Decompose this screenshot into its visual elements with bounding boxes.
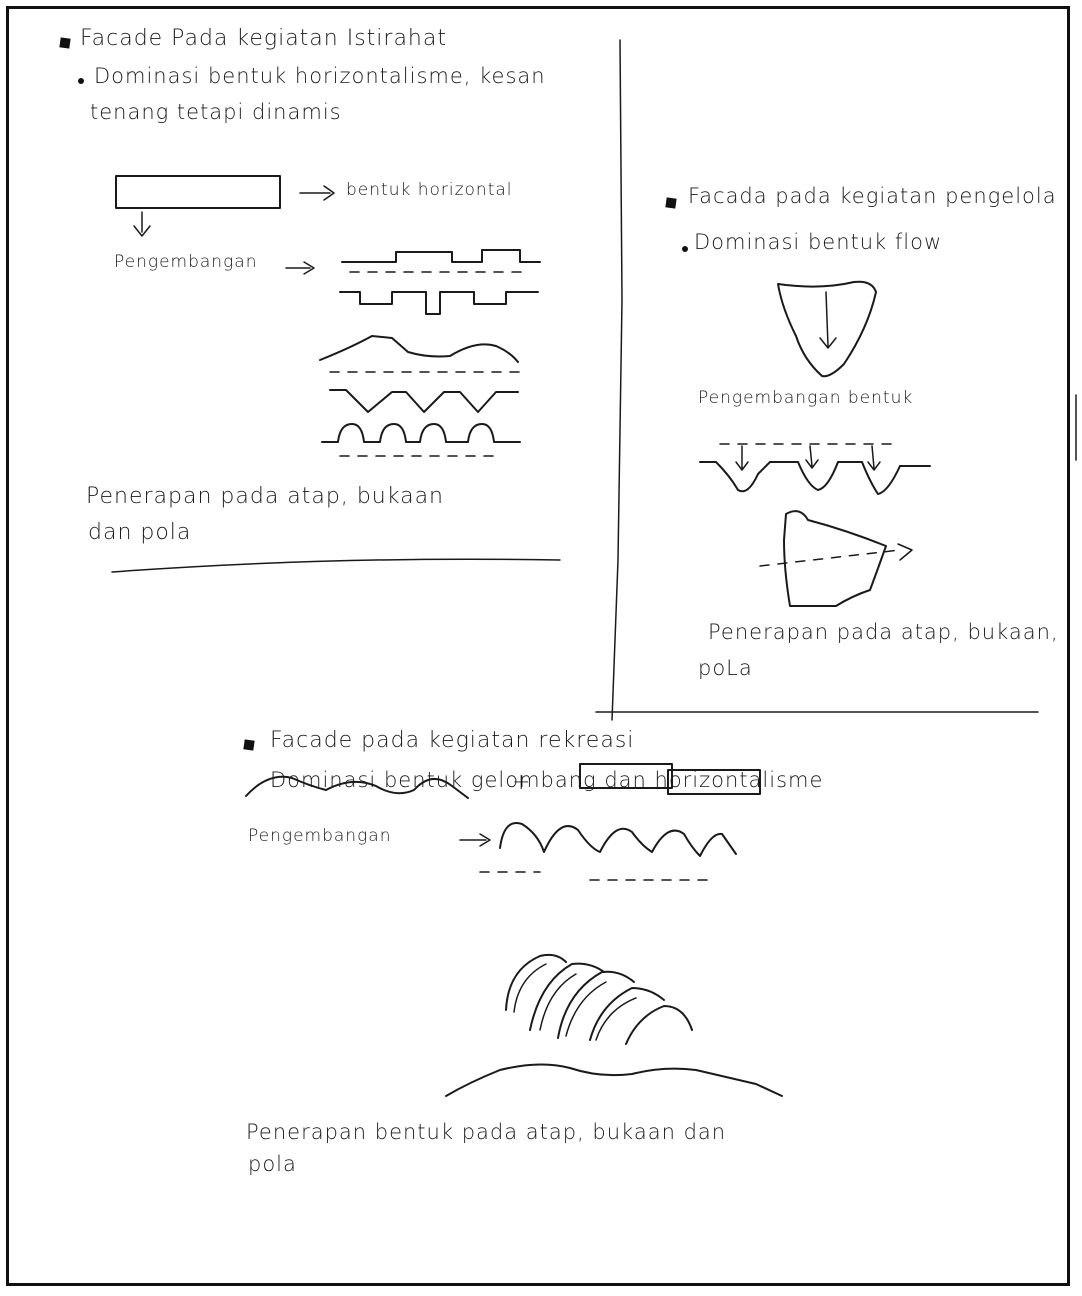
- wave-line: [245, 775, 469, 799]
- arch-2: [529, 962, 605, 1031]
- page-border: [6, 6, 1070, 1286]
- dot-bullet-icon: [78, 78, 84, 84]
- arch-5: [625, 1005, 693, 1045]
- point-istirahat: Dominasi bentuk horizontalisme, kesan: [94, 64, 546, 88]
- arch-2-inner: [539, 973, 577, 1031]
- square-bullet-icon: [243, 739, 255, 751]
- arrow-to-horizontal: [299, 185, 335, 201]
- stepped-line-top: [341, 249, 541, 263]
- rect-lower: [667, 769, 761, 795]
- long-wave: [445, 1063, 783, 1097]
- label-development-rekreasi: Pengembangan: [248, 826, 392, 846]
- arrow-to-development: [285, 261, 315, 275]
- label-development-istirahat: Pengembangan: [114, 252, 258, 272]
- label-horizontal: bentuk horizontal: [346, 180, 513, 200]
- application-pengelola-cont: poLa: [698, 656, 753, 680]
- flow-arrow-2: [805, 445, 819, 469]
- arch-4-inner: [595, 997, 637, 1041]
- flow-arrow-3: [867, 445, 881, 471]
- wave-development: [499, 822, 737, 857]
- square-bullet-icon: [665, 197, 677, 209]
- label-development-pengelola: Pengembangan bentuk: [698, 388, 914, 408]
- application-pengelola: Penerapan pada atap, bukaan,: [708, 620, 1059, 644]
- dot-bullet-icon: [682, 246, 688, 252]
- heading-istirahat: Facade Pada kegiatan Istirahat: [80, 26, 447, 51]
- application-istirahat: Penerapan pada atap, bukaan: [86, 484, 444, 509]
- point-pengelola: Dominasi bentuk flow: [694, 230, 943, 254]
- stepped-line-bottom: [339, 291, 539, 315]
- flow-shape: [777, 280, 877, 378]
- v-wave-line: [329, 389, 519, 413]
- divider-left: [111, 558, 561, 573]
- rect-upper: [579, 763, 673, 789]
- point-istirahat-cont: tenang tetapi dinamis: [90, 100, 342, 124]
- arch-1: [505, 953, 567, 1011]
- point-rekreasi: Dominasi bentuk gelombang dan horizontal…: [270, 768, 824, 792]
- plus-sign: +: [512, 770, 532, 795]
- arch-3-inner: [565, 981, 607, 1037]
- flow-blob-arrow: [897, 543, 913, 561]
- arch-wave-line: [321, 423, 521, 443]
- square-bullet-icon: [59, 37, 71, 49]
- horizontal-block: [115, 175, 281, 209]
- heading-rekreasi: Facade pada kegiatan rekreasi: [270, 728, 635, 753]
- application-rekreasi: Penerapan bentuk pada atap, bukaan dan: [246, 1120, 727, 1144]
- flow-blob-axis: [759, 549, 901, 567]
- application-istirahat-cont: dan pola: [88, 520, 192, 545]
- vertical-divider: [611, 39, 623, 721]
- arch-3: [557, 970, 635, 1039]
- flow-wave: [699, 461, 931, 495]
- application-rekreasi-cont: pola: [248, 1152, 297, 1176]
- arch-1-inner: [513, 963, 547, 1013]
- arrow-down-development: [133, 211, 151, 237]
- hill-line: [319, 335, 519, 363]
- flow-arrow: [819, 291, 837, 349]
- heading-pengelola: Facada pada kegiatan pengelola: [688, 184, 1057, 208]
- arrow-rekreasi: [459, 833, 491, 847]
- flow-blob: [783, 510, 887, 607]
- flow-arrow-1: [735, 445, 749, 471]
- arch-4: [589, 987, 665, 1041]
